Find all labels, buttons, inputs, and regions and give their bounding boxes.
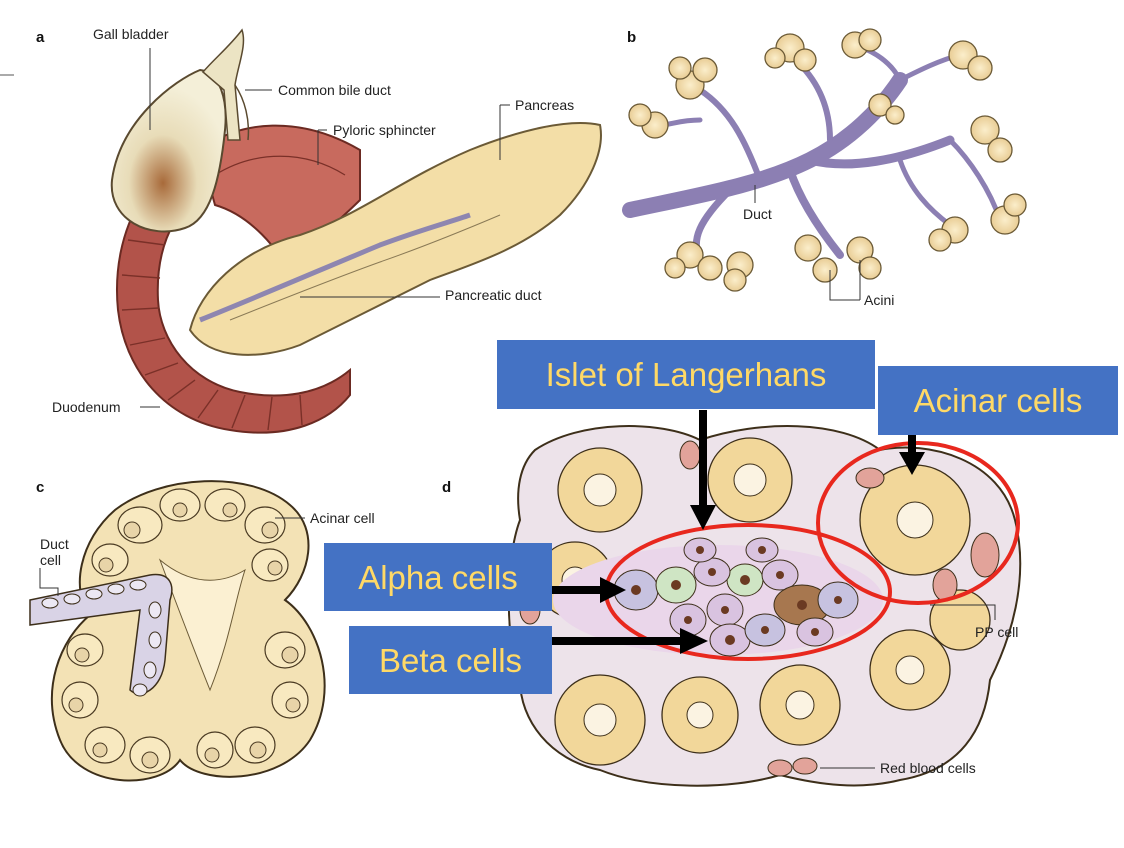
- red-blood-cells: [519, 440, 1000, 777]
- panel-d: d: [442, 425, 1022, 787]
- callout-acinar-cells: Acinar cells: [878, 366, 1118, 435]
- panel-d-letter: d: [442, 479, 451, 496]
- rosette-2: [707, 437, 793, 523]
- label-duct-cell-line1: Duct: [40, 536, 69, 552]
- callout-islet-of-langerhans: Islet of Langerhans: [497, 340, 875, 409]
- nuclei-c: [68, 502, 301, 769]
- panel-a-letter: a: [36, 29, 45, 46]
- rosette-3: [859, 464, 971, 576]
- gall-bladder: [110, 68, 227, 233]
- panel-c-letter: c: [36, 479, 44, 496]
- label-red-blood-cells: Red blood cells: [880, 760, 976, 776]
- label-pyloric-sphincter: Pyloric sphincter: [333, 122, 436, 138]
- panel-b: b: [622, 28, 1027, 308]
- arrow-islet: [690, 410, 716, 530]
- rosette-8: [869, 629, 951, 711]
- rosette-6: [661, 676, 739, 754]
- arrow-beta: [552, 628, 708, 654]
- arrow-alpha: [552, 577, 626, 603]
- label-common-bile-duct: Common bile duct: [278, 82, 391, 98]
- callout-beta-cells: Beta cells: [349, 626, 552, 694]
- pancreatic-duct: [199, 212, 471, 323]
- callout-alpha-cells: Alpha cells: [324, 543, 552, 611]
- rosette-5: [554, 674, 646, 766]
- label-duct: Duct: [743, 206, 772, 222]
- label-pp-cell: PP cell: [975, 624, 1018, 640]
- duct-cells-c: [41, 579, 162, 697]
- label-acinar-cell: Acinar cell: [310, 510, 375, 526]
- rosette-7: [759, 664, 841, 746]
- panel-c: c A: [29, 479, 375, 782]
- panel-a-leaders: [140, 48, 510, 408]
- label-duodenum: Duodenum: [52, 399, 121, 415]
- label-duct-cell-line2: cell: [40, 552, 61, 568]
- duct-c: [29, 573, 173, 695]
- label-pancreatic-duct: Pancreatic duct: [445, 287, 542, 303]
- panel-b-leaders: [754, 185, 861, 301]
- rosette-1: [557, 447, 643, 533]
- acinar-highlight-ring: [816, 441, 1020, 605]
- label-pancreas: Pancreas: [515, 97, 574, 113]
- annotation-arrows: [552, 410, 925, 654]
- panel-a: a: [0, 26, 602, 434]
- label-gall-bladder: Gall bladder: [93, 26, 169, 42]
- panel-d-leaders: [820, 604, 996, 769]
- panel-b-letter: b: [627, 29, 636, 46]
- label-acini: Acini: [864, 292, 894, 308]
- islet-of-langerhans-cells: [553, 537, 883, 657]
- panel-c-leaders: [39, 517, 305, 596]
- acini-clusters: [628, 28, 1027, 292]
